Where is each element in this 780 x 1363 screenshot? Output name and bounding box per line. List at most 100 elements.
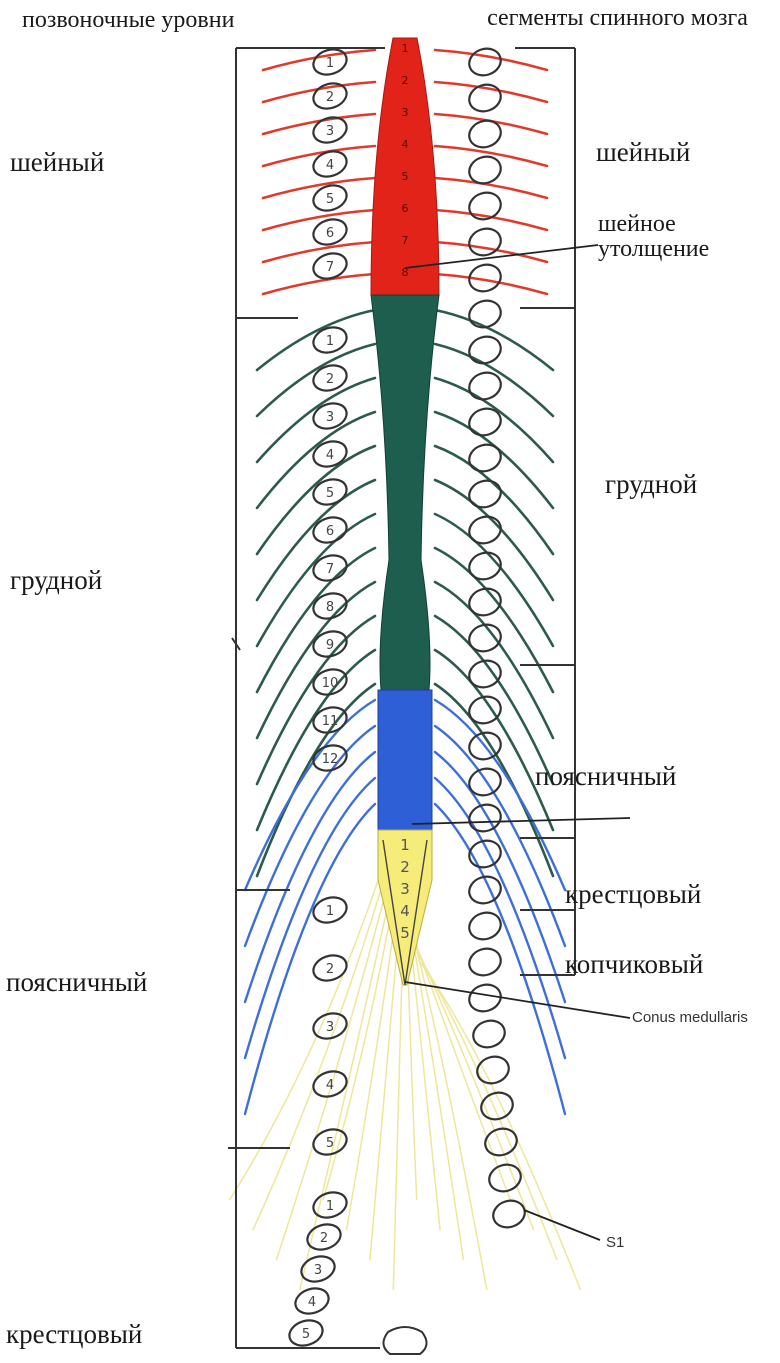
vertebra-right [466, 369, 504, 404]
vertebral-region-cervical: шейный [10, 148, 104, 176]
vertebra-number: 3 [314, 1263, 322, 1278]
cauda-equina-fibre [410, 920, 464, 1260]
nerve-root-thoracic [435, 446, 553, 554]
vertebra-number: 6 [326, 226, 334, 241]
cord-cervical-number: 5 [402, 170, 409, 183]
vertebra-number: 2 [326, 372, 334, 387]
cord-segments-header: сегменты спинного мозга [455, 6, 780, 31]
vertebra-number: 7 [326, 260, 334, 275]
segment-region-cervical: шейный [596, 138, 690, 166]
nerve-root-thoracic [257, 548, 375, 692]
vertebral-levels-header: позвоночные уровни [22, 8, 234, 33]
vertebra-right [466, 909, 504, 944]
s1-pointer [524, 1210, 600, 1240]
cord-cervical-number: 4 [402, 138, 409, 151]
vertebra-right [478, 1089, 516, 1124]
vertebra-number: 2 [326, 90, 334, 105]
nerve-root-cervical [263, 50, 375, 70]
cord-cervical-number: 8 [402, 266, 409, 279]
nerve-root-cervical [435, 242, 547, 262]
vertebra-number: 2 [320, 1231, 328, 1246]
vertebra-number: 4 [326, 1078, 334, 1093]
nerve-root-lumbar [245, 700, 375, 890]
conus-medullaris-label: Conus medullaris [632, 1010, 762, 1026]
nerve-root-cervical [435, 114, 547, 134]
vertebra-number: 11 [322, 714, 339, 729]
vertebra-right [466, 513, 504, 548]
vertebra-number: 1 [326, 334, 334, 349]
segment-region-sacral: крестцовый [565, 880, 701, 908]
s1-label: S1 [606, 1235, 624, 1251]
vertebral-region-thoracic: грудной [10, 566, 102, 594]
cord-cervical-number: 1 [402, 42, 409, 55]
conus-pointer [405, 982, 630, 1018]
nerve-root-lumbar [435, 700, 565, 890]
vertebra-right [466, 801, 504, 836]
vertebra-number: 4 [326, 158, 334, 173]
vertebra-number: 10 [322, 676, 339, 691]
cord-cervical-number: 2 [402, 74, 409, 87]
vertebra-right [466, 945, 504, 980]
vertebra-right [466, 981, 504, 1016]
segment-region-thoracic: грудной [605, 470, 697, 498]
vertebra-right [466, 477, 504, 512]
nerve-root-cervical [435, 146, 547, 166]
vertebra-number: 5 [326, 486, 334, 501]
vertebra-number: 2 [326, 962, 334, 977]
nerve-root-lumbar [245, 778, 375, 1058]
cord-sacral-number: 5 [400, 924, 410, 942]
cord-thoracic [371, 295, 439, 690]
cord-sacral-number: 4 [400, 902, 410, 920]
vertebra-right [466, 45, 504, 80]
cord-sacral-number: 1 [400, 836, 410, 854]
cord-sacral-number: 3 [400, 880, 410, 898]
cord-lumbar [378, 690, 432, 830]
cauda-equina-fibre [300, 864, 397, 1290]
vertebra-number: 5 [302, 1327, 310, 1342]
vertebra-right [466, 765, 504, 800]
vertebra-right [466, 333, 504, 368]
nerve-root-cervical [263, 210, 375, 230]
nerve-root-cervical [263, 114, 375, 134]
vertebra-number: 1 [326, 904, 334, 919]
vertebra-right [474, 1053, 512, 1088]
vertebra-number: 1 [326, 56, 334, 71]
nerve-root-thoracic [257, 514, 375, 646]
cauda-equina-fibre [230, 840, 392, 1200]
vertebra-number: 6 [326, 524, 334, 539]
vertebra-number: 12 [322, 752, 339, 767]
vertebra-number: 5 [326, 1136, 334, 1151]
nerve-root-thoracic [435, 548, 553, 692]
cord-cervical-number: 6 [402, 202, 409, 215]
coccyx-shape [383, 1327, 426, 1354]
vertebra-number: 3 [326, 410, 334, 425]
nerve-root-cervical [263, 178, 375, 198]
nerve-root-cervical [435, 210, 547, 230]
vertebral-region-sacral: крестцовый [6, 1320, 142, 1348]
nerve-root-thoracic [257, 344, 375, 416]
nerve-root-lumbar [245, 804, 375, 1114]
cord-cervical-number: 7 [402, 234, 409, 247]
vertebra-number: 8 [326, 600, 334, 615]
vertebra-number: 7 [326, 562, 334, 577]
cord-sacral-number: 2 [400, 858, 410, 876]
vertebra-number: 4 [326, 448, 334, 463]
vertebra-number: 3 [326, 1020, 334, 1035]
nerve-root-cervical [435, 274, 547, 294]
vertebra-number: 1 [326, 1199, 334, 1214]
vertebra-number: 4 [308, 1295, 316, 1310]
vertebra-right [470, 1017, 508, 1052]
lumbar-pointer [412, 818, 630, 824]
vertebra-right [466, 441, 504, 476]
cauda-equina-fibre [276, 856, 395, 1260]
vertebra-right [466, 225, 504, 260]
nerve-root-cervical [263, 82, 375, 102]
cord-segments-header-text: сегменты спинного мозга [487, 5, 748, 31]
cervical-enlargement-label: шейное утолщение [598, 212, 768, 262]
vertebra-number: 5 [326, 192, 334, 207]
vertebra-number: 9 [326, 638, 334, 653]
vertebra-number: 3 [326, 124, 334, 139]
nerve-root-thoracic [435, 412, 553, 508]
